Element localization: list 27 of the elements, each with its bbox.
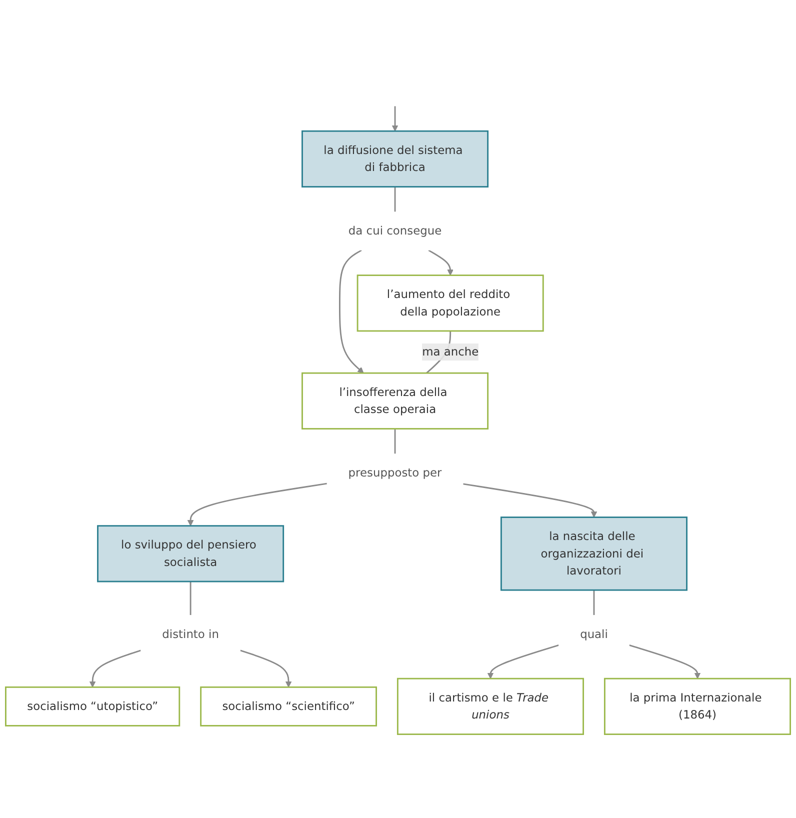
connector: [394, 186, 396, 212]
arrow: [187, 482, 328, 526]
node-box: socialismo “utopistico”: [5, 686, 180, 726]
node-box: il cartismo e le Trade unions: [396, 677, 584, 734]
node-box: lo sviluppo del pensiero socialista: [97, 524, 284, 582]
connector: [394, 428, 396, 454]
arrow: [428, 249, 454, 276]
arrow: [629, 644, 701, 678]
arrow: [338, 249, 364, 373]
edge-label: ma anche: [422, 344, 479, 358]
arrow: [463, 482, 598, 518]
arrow: [487, 644, 559, 678]
arrow: [240, 649, 292, 687]
connector: [593, 590, 595, 615]
node-box: la nascita delle organizzazioni dei lavoratori: [500, 516, 688, 590]
node-box: l’aumento del reddito della popolazione: [356, 274, 544, 332]
connector: [190, 581, 192, 615]
node-box: la diffusione del sistema di fabbrica: [302, 130, 489, 187]
arrow: [392, 106, 398, 131]
node-text: presupposto per: [348, 465, 442, 479]
node-box: la prima Internazionale (1864): [604, 677, 791, 734]
node-text: distinto in: [162, 626, 219, 640]
node-box: l’insofferenza della classe operaia: [302, 372, 489, 429]
node-box: socialismo “scientifico”: [200, 686, 377, 726]
node-text: quali: [580, 626, 608, 640]
node-text: da cui consegue: [348, 223, 442, 237]
arrow: [89, 649, 141, 687]
